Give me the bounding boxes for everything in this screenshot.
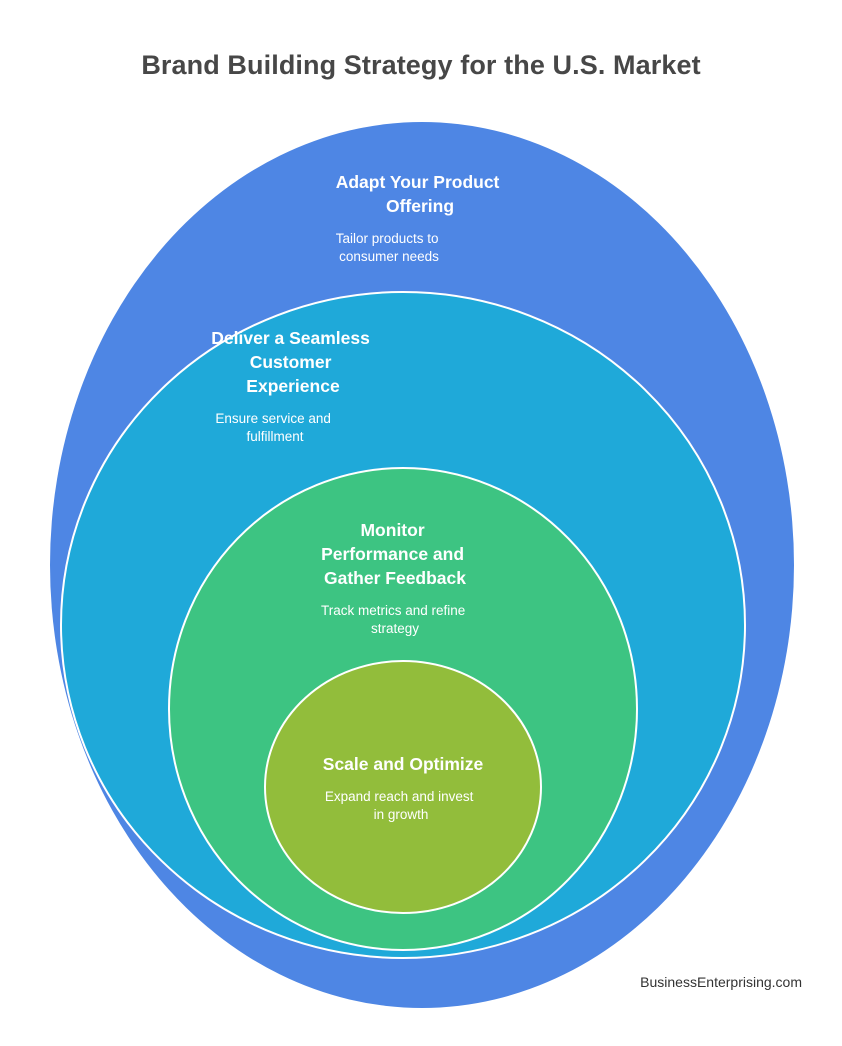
layer-description: Ensure service and fulfillment: [215, 411, 334, 444]
layer-title: Adapt Your Product Offering: [336, 172, 505, 216]
layer-description: Tailor products to consumer needs: [336, 231, 443, 264]
layer-title-line: Offering: [386, 196, 454, 216]
layer-title-line: Scale and Optimize: [323, 754, 484, 774]
layer-description: Track metrics and refine strategy: [321, 603, 469, 636]
layer-description-line: Ensure service and: [215, 411, 331, 426]
layer-title-line: Performance and: [321, 544, 464, 564]
layer-description-line: strategy: [371, 621, 419, 636]
layer-title-line: Deliver a Seamless: [211, 328, 370, 348]
layer-description-line: Track metrics and refine: [321, 603, 465, 618]
layer-title: Scale and Optimize: [323, 754, 484, 774]
layer-title-line: Experience: [246, 376, 340, 396]
layer-title-line: Gather Feedback: [324, 568, 466, 588]
layer-title: Deliver a Seamless Customer Experience: [211, 328, 374, 396]
layer-description-line: fulfillment: [246, 429, 303, 444]
layer-title-line: Customer: [250, 352, 332, 372]
page-title: Brand Building Strategy for the U.S. Mar…: [141, 50, 701, 80]
layer-scale-optimize: Scale and Optimize Expand reach and inve…: [264, 660, 542, 914]
layer-description-line: in growth: [374, 807, 429, 822]
layer-shape: [264, 660, 542, 914]
layer-description-line: consumer needs: [339, 249, 439, 264]
footer-source-label: BusinessEnterprising.com: [640, 974, 802, 990]
layer-title-line: Monitor: [360, 520, 424, 540]
layer-description-line: Expand reach and invest: [325, 789, 474, 804]
layer-title: Monitor Performance and Gather Feedback: [321, 520, 469, 588]
layer-description-line: Tailor products to: [336, 231, 439, 246]
layer-description: Expand reach and invest in growth: [325, 789, 477, 822]
layer-title-line: Adapt Your Product: [336, 172, 500, 192]
